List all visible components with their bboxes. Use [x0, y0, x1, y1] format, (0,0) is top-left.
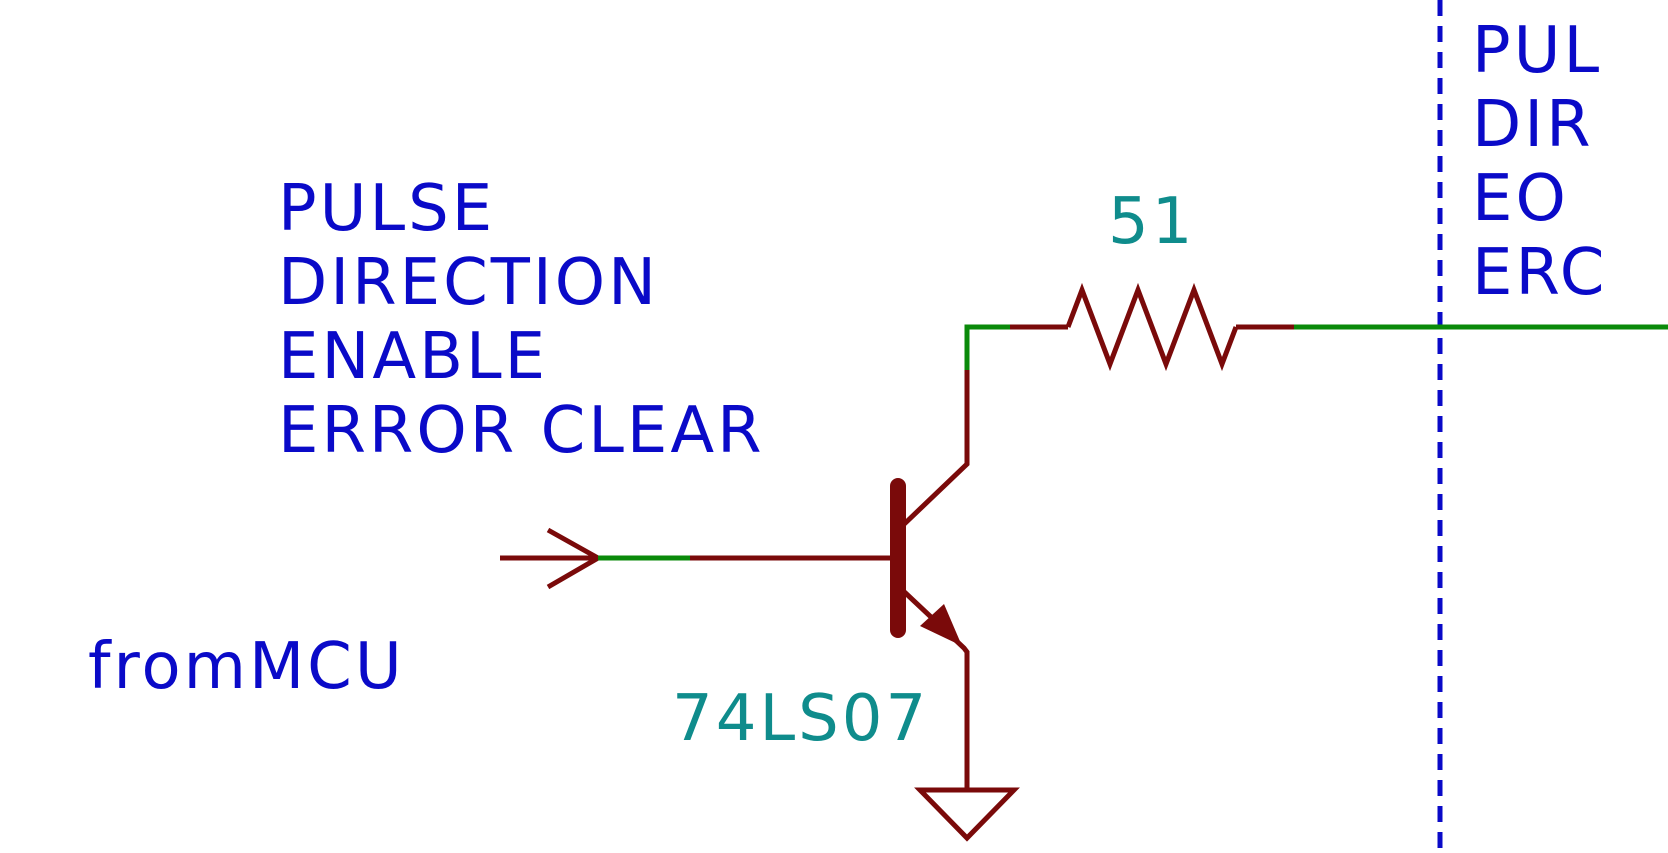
transistor-part-label: 74LS07	[672, 682, 929, 756]
right-signal-pul: PUL	[1472, 14, 1602, 88]
left-signal-error-clear: ERROR CLEAR	[278, 394, 765, 468]
left-signal-direction: DIRECTION	[278, 246, 659, 320]
right-signal-dir: DIR	[1472, 88, 1594, 162]
input-port-label: fromMCU	[88, 630, 405, 704]
resistor-value-label: 51	[1108, 185, 1195, 259]
transistor-collector	[896, 370, 970, 532]
right-signal-list: PUL DIR EO ERC	[1472, 14, 1607, 310]
left-signal-pulse: PULSE	[278, 172, 495, 246]
input-port-arrow	[500, 527, 604, 590]
right-signal-eo: EO	[1472, 162, 1569, 236]
collector-wire	[964, 324, 1010, 370]
resistor-zigzag	[1065, 282, 1239, 372]
right-signal-erc: ERC	[1472, 236, 1607, 310]
left-signal-enable: ENABLE	[278, 320, 548, 394]
emitter-arrow	[920, 604, 962, 646]
transistor-symbol	[890, 370, 970, 790]
ground-icon	[914, 787, 1020, 842]
left-signal-list: PULSE DIRECTION ENABLE ERROR CLEAR	[278, 172, 765, 468]
